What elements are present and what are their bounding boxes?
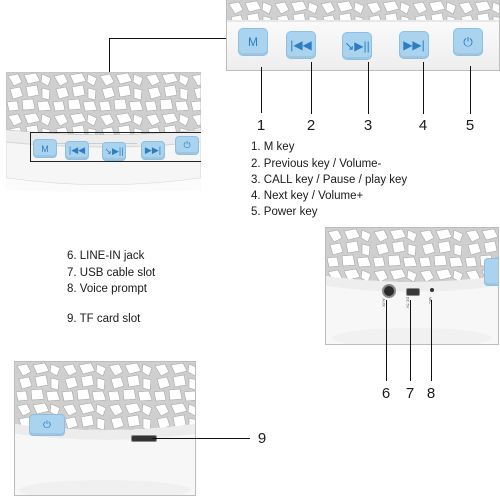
- speaker-back-panel: AUX DC 5V MIC: [325, 227, 499, 345]
- legend-item-3: 3. CALL key / Pause / play key: [251, 174, 408, 186]
- callout-6: 6: [381, 385, 391, 402]
- speaker-tf-panel: ⏻: [14, 361, 196, 496]
- callout-1: 1: [256, 117, 266, 134]
- leader-line-8: [431, 300, 432, 381]
- callout-7: 7: [405, 385, 415, 402]
- legend-item-7: 7. USB cable slot: [67, 267, 156, 279]
- play-key-small[interactable]: ↘▶||: [102, 142, 126, 161]
- legend-item-1: 1. M key: [251, 141, 295, 153]
- leader-line-5: [470, 66, 471, 114]
- legend-item-4: 4. Next key / Volume+: [251, 190, 364, 202]
- usb-cable-slot[interactable]: [406, 288, 420, 296]
- leader-line-6: [386, 300, 387, 381]
- speaker-grille-back: [326, 228, 498, 344]
- m-key-small[interactable]: M: [33, 139, 57, 158]
- m-key-large[interactable]: M: [238, 28, 268, 56]
- power-key-large[interactable]: ⏻: [453, 28, 483, 56]
- leader-line-4: [423, 62, 424, 114]
- line-in-jack[interactable]: [382, 284, 396, 298]
- leader-line-7: [410, 300, 411, 381]
- previous-key-small[interactable]: |◀◀: [65, 141, 89, 160]
- callout-2: 2: [306, 117, 316, 134]
- speaker-front-panel: M |◀◀ ↘▶|| ▶▶| ⏻: [6, 72, 201, 192]
- button-closeup-panel: M |◀◀ ↘▶|| ▶▶| ⏻: [226, 0, 500, 71]
- play-key-large[interactable]: ↘▶||: [342, 32, 372, 60]
- power-key-tf-view[interactable]: ⏻: [29, 414, 65, 436]
- speaker-grille-top: [227, 0, 499, 22]
- callout-4: 4: [418, 117, 428, 134]
- power-key-small[interactable]: ⏻: [175, 136, 199, 155]
- callout-3: 3: [363, 117, 373, 134]
- legend-item-5: 5. Power key: [251, 206, 318, 218]
- callout-9: 9: [257, 430, 267, 447]
- next-key-small[interactable]: ▶▶|: [141, 141, 165, 160]
- previous-key-large[interactable]: |◀◀: [286, 31, 316, 59]
- legend-item-9: 9. TF card slot: [67, 313, 141, 325]
- callout-8: 8: [426, 385, 436, 402]
- connector-horizontal: [109, 38, 226, 39]
- leader-line-9: [152, 438, 250, 439]
- voice-prompt-hole: [430, 288, 434, 292]
- speaker-grille-tf: [15, 362, 195, 495]
- callout-5: 5: [465, 117, 475, 134]
- legend-item-2: 2. Previous key / Volume-: [251, 158, 382, 170]
- legend-item-8: 8. Voice prompt: [67, 283, 147, 295]
- leader-line-1: [261, 67, 262, 113]
- side-button-edge: [484, 258, 498, 286]
- leader-line-2: [311, 62, 312, 114]
- legend-item-6: 6. LINE-IN jack: [67, 250, 145, 262]
- leader-line-3: [368, 62, 369, 114]
- button-highlight-box: [30, 132, 201, 162]
- next-key-large[interactable]: ▶▶|: [399, 31, 429, 59]
